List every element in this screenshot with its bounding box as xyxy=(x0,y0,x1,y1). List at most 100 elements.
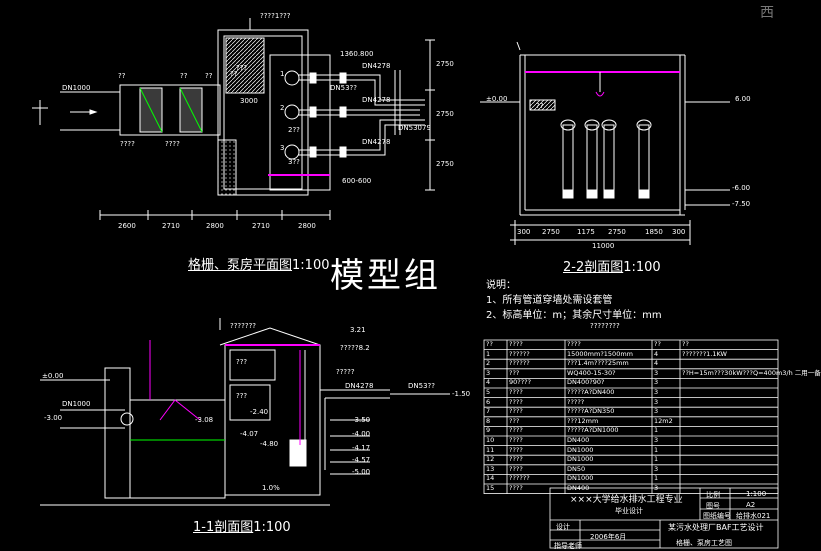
sec22-total: 11000 xyxy=(592,242,615,250)
sec11-e6: -1.50 xyxy=(452,390,471,398)
sec22-lvl-1: 6.00 xyxy=(735,95,751,103)
cad-drawing-sheet: 格栅、泵房平面图1:100 2-2剖面图1:100 1-1剖面图1:100 模型… xyxy=(32,5,821,550)
table-cell: 10 xyxy=(486,436,495,444)
table-cell: DN400 xyxy=(567,436,590,444)
table-cell: 4 xyxy=(654,349,659,358)
sec11-pct: 1.0% xyxy=(262,484,280,492)
table-cell: 15 xyxy=(486,484,495,492)
drawing-canvas xyxy=(32,18,779,549)
table-cell: DN50 xyxy=(567,464,586,473)
plan-bot-5: 2800 xyxy=(298,222,316,230)
sec11-title-scale: 1:100 xyxy=(253,520,291,535)
plan-bot-2: 2710 xyxy=(162,222,180,230)
plan-pump-3: 3?? xyxy=(288,158,300,166)
plan-mark-2: 2 xyxy=(280,104,285,112)
sec11-dn-in: DN1000 xyxy=(62,400,91,408)
sec11-r1: -3.50 xyxy=(352,416,371,424)
sec11-dn-2: DN4278 xyxy=(345,382,374,390)
sec22-bot-3: 1175 xyxy=(577,228,595,236)
equipment-table-grid xyxy=(483,339,779,495)
table-cell: ?????A?DN1000 xyxy=(567,426,619,435)
table-cell: 4 xyxy=(486,378,491,387)
table-cell: 1 xyxy=(654,445,659,454)
plan-pump-2: 2?? xyxy=(288,126,300,134)
plan-right-1: 2750 xyxy=(436,60,454,68)
plan-dn-4: DN4278 xyxy=(362,96,391,104)
table-cell: DN1000 xyxy=(567,474,594,483)
tb-num: 给排水021 xyxy=(736,512,771,520)
table-cell: 9 xyxy=(486,426,491,435)
plan-top-label: ????1??? xyxy=(260,12,291,20)
plan-label-4: ???? xyxy=(120,140,135,148)
notes-line-1: 1、所有管道穿墙处需设套管 xyxy=(486,295,613,306)
table-cell: 7 xyxy=(486,407,491,416)
table-cell: ?????A?DN400 xyxy=(567,388,615,396)
table-cell: ???? xyxy=(509,484,523,492)
plan-label-1: ?? xyxy=(118,72,126,80)
tb-scale: 1:100 xyxy=(746,490,767,498)
plan-bot-3: 2800 xyxy=(206,222,224,230)
table-cell: 3 xyxy=(654,397,659,406)
sec11-r2: -4.00 xyxy=(352,430,371,438)
sec22-bot-6: 300 xyxy=(672,228,686,236)
plan-view xyxy=(32,18,435,220)
plan-label-3: ?? xyxy=(205,72,213,80)
table-cell: DN400 xyxy=(567,484,590,492)
sec11-lvl-0: ±0.00 xyxy=(42,372,64,380)
table-cell: DN1000 xyxy=(567,445,594,454)
table-cell: ???? xyxy=(509,455,523,464)
table-cell: 2 xyxy=(486,359,491,368)
sec11-mid2: ??? xyxy=(236,392,248,400)
sec11-e1: -3.00 xyxy=(44,414,63,422)
pump-room xyxy=(269,54,331,191)
sec22-bot-2: 2750 xyxy=(542,228,560,236)
table-cell: ???? xyxy=(509,464,523,473)
table-cell: ??? xyxy=(509,368,520,377)
table-cell: 1 xyxy=(654,455,659,464)
table-cell: ???????1.1KW xyxy=(682,349,727,358)
table-header-cell: ???? xyxy=(567,340,581,348)
tb-design-label: 设计 xyxy=(556,523,570,531)
plan-view-title: 格栅、泵房平面图1:100 xyxy=(188,254,329,273)
plan-mark-1: 1 xyxy=(280,70,285,78)
plan-inlet-label: DN1000 xyxy=(62,84,91,92)
tb-school: ×××大学给水排水工程专业 xyxy=(570,495,683,505)
table-cell: 5 xyxy=(486,388,491,396)
plan-right-2: 2750 xyxy=(436,110,454,118)
sec11-e3: -3.08 xyxy=(195,416,214,424)
plan-d1: 600-600 xyxy=(342,177,372,185)
table-header-cell: ???? xyxy=(509,340,523,348)
table-cell: ???? xyxy=(509,445,523,454)
sec11-e9: ????? xyxy=(336,368,355,376)
table-cell: 3 xyxy=(654,464,659,473)
sec11-title-text: 1-1剖面图 xyxy=(193,520,254,535)
plan-bot-1: 2600 xyxy=(118,222,136,230)
sec11-r4: -4.57 xyxy=(352,456,371,464)
table-cell: 1 xyxy=(486,349,491,358)
sec22-lvl-0: ±0.00 xyxy=(486,95,508,103)
sec11-r5: -5.00 xyxy=(352,468,371,476)
table-cell: ?????? xyxy=(509,474,530,483)
sec11-e7: 3.21 xyxy=(350,326,366,334)
table-cell: 11 xyxy=(486,445,495,454)
table-cell: 3 xyxy=(654,378,659,387)
notes-block: 说明： 1、所有管道穿墙处需设套管 2、标高单位：m；其余尺寸单位：mm xyxy=(486,278,662,323)
table-cell: ???? xyxy=(509,436,523,444)
table-cell: 4 xyxy=(654,359,659,368)
table-cell: ???? xyxy=(509,397,523,406)
sec11-top: ??????? xyxy=(230,322,257,330)
table-title: ???????? xyxy=(590,322,620,330)
table-cell: ??H=15m???30kW???Q=400m3/h 二用一备 xyxy=(682,368,821,377)
table-header-cell: ?? xyxy=(654,340,661,348)
plan-mark-3: 3 xyxy=(280,144,285,152)
table-cell: ???? xyxy=(509,407,523,416)
table-cell: 15000mm?1500mm xyxy=(567,349,633,358)
plan-dn-1: 1360.800 xyxy=(340,50,374,58)
tb-drawing-name: 格栅、泵房工艺图 xyxy=(676,539,732,547)
plan-dim-3000: 3000 xyxy=(240,97,258,105)
table-cell: 3 xyxy=(486,368,491,377)
tb-design-date: 2006年6月 xyxy=(590,533,627,541)
table-cell: 90???? xyxy=(509,378,532,387)
table-cell: ???1.4m????25mm xyxy=(567,359,629,368)
notes-line-2: 2、标高单位：m；其余尺寸单位：mm xyxy=(486,310,662,321)
